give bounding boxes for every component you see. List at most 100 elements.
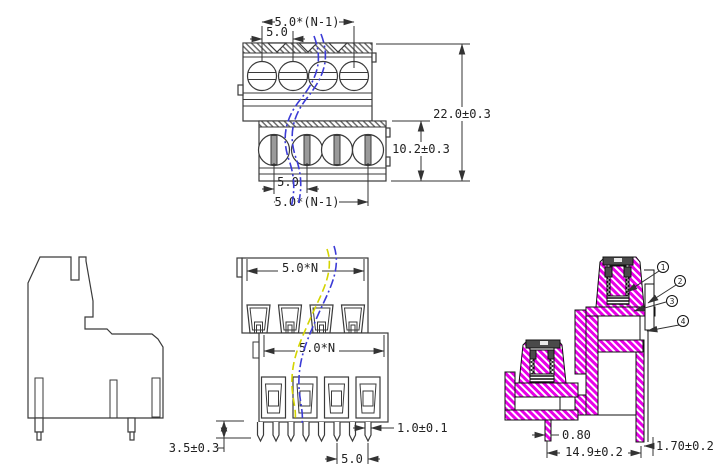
housing-outline xyxy=(27,256,164,419)
callout-4: 4 xyxy=(646,315,689,333)
screw-cap-slot xyxy=(540,341,548,345)
front-pin xyxy=(544,419,552,442)
screw-slot xyxy=(303,135,311,165)
dim-mask xyxy=(275,14,339,29)
lower-screw-unit xyxy=(518,339,567,384)
callout-balloon xyxy=(677,315,689,327)
dim-label-pin-length: 3.5±0.3 xyxy=(169,441,220,455)
lower-row-body xyxy=(257,120,391,182)
screw-head xyxy=(246,60,278,92)
dim-label-pin-width: 1.0±0.1 xyxy=(397,421,448,435)
dim-label-pin-thickness: 0.80 xyxy=(562,428,591,442)
dim-pitch-span-top: 5.0*(N-1) xyxy=(261,14,355,68)
clamp-block xyxy=(547,349,555,360)
upper-row-body xyxy=(237,42,377,122)
dim-pin-width: 1.0±0.1 xyxy=(353,421,448,435)
rear-wall-pin xyxy=(635,339,645,443)
callout-1: 1 xyxy=(626,261,669,293)
dim-label-pin-span: 14.9±0.2 xyxy=(565,445,623,459)
dim-mask xyxy=(275,194,339,209)
dim-label-pitch-span-top: 5.0*(N-1) xyxy=(274,15,339,29)
side-latch-tab xyxy=(236,257,243,278)
callout-balloon xyxy=(657,261,669,273)
solder-pin xyxy=(34,417,44,433)
wire-entry-upper xyxy=(246,304,366,334)
pin-channel xyxy=(109,379,118,419)
callout-number-1: 1 xyxy=(661,263,666,272)
section-body xyxy=(504,269,656,443)
screw-head xyxy=(277,60,309,92)
solder-pins-front xyxy=(256,422,372,443)
upper-row-screws xyxy=(246,60,370,92)
dim-mask xyxy=(433,107,491,121)
callout-number-4: 4 xyxy=(681,317,686,326)
solder-pins-side xyxy=(34,417,136,441)
callout-balloon xyxy=(674,275,686,287)
side-step xyxy=(252,341,259,359)
callout-number-2: 2 xyxy=(678,277,683,286)
side-latch-tab xyxy=(385,156,391,167)
break-lines-front xyxy=(291,245,338,425)
dim-pin-pitch: 5.0 xyxy=(325,443,380,466)
solder-pin xyxy=(272,422,280,443)
clamp-window xyxy=(597,315,641,341)
dim-tail-width: 1.70±0.2 xyxy=(643,437,714,456)
solder-pin xyxy=(127,417,136,433)
callouts: 1 2 3 4 xyxy=(626,261,689,333)
view-side-profile xyxy=(27,256,164,441)
callout-number-3: 3 xyxy=(670,297,675,306)
dim-width-upper: 5.0*N xyxy=(246,259,365,281)
solder-pin xyxy=(348,422,357,443)
break-line-yellow xyxy=(291,248,331,422)
lower-tier-front xyxy=(252,332,389,423)
dim-label-width-upper: 5.0*N xyxy=(282,261,318,275)
break-line-blue xyxy=(298,245,338,425)
lower-cavity xyxy=(597,351,637,416)
solder-pin-tip xyxy=(36,431,42,441)
housing-step-edge xyxy=(644,269,655,284)
dim-mask xyxy=(278,261,322,275)
dim-label-width-lower: 5.0*N xyxy=(299,341,335,355)
dim-label-lower-height: 10.2±0.3 xyxy=(392,142,450,156)
solder-pin xyxy=(302,422,310,443)
side-latch-tab xyxy=(237,84,244,96)
dim-total-height: 22.0±0.3 xyxy=(376,43,491,182)
dim-pin-thickness: 0.80 xyxy=(532,428,591,442)
wire-entry-lower xyxy=(260,376,381,419)
dim-lower-height: 10.2±0.3 xyxy=(392,120,450,182)
callout-3: 3 xyxy=(633,295,678,312)
spring-washer xyxy=(606,295,630,305)
solder-pin xyxy=(287,422,295,443)
view-top-front: 5.0*(N-1) 5.0 22.0±0.3 10.2±0.3 xyxy=(237,14,491,209)
lower-deck xyxy=(507,382,579,398)
clamp-block xyxy=(604,266,613,278)
solder-pin-tip xyxy=(129,431,135,441)
screw-slot xyxy=(270,135,278,165)
view-cross-section: 1 2 3 4 0.80 xyxy=(504,256,714,459)
solder-pin xyxy=(256,422,265,443)
break-line xyxy=(284,35,320,209)
screw-head xyxy=(307,60,339,92)
solder-pin xyxy=(364,422,372,443)
clamp-block xyxy=(623,266,632,278)
callout-2: 2 xyxy=(647,275,686,304)
side-latch-tab xyxy=(371,52,377,63)
upper-screw-unit xyxy=(595,256,645,308)
view-front-full: 5.0*N 5.0*N 3.5±0.3 1.0±0.1 xyxy=(169,245,448,466)
base-window xyxy=(514,396,561,411)
mid-support-foot xyxy=(574,394,587,416)
screw-slot xyxy=(364,135,372,165)
serration-notch xyxy=(297,42,319,53)
break-lines-top xyxy=(284,33,327,209)
dim-pitch-span-bottom: 5.0*(N-1) xyxy=(273,163,369,209)
dim-label-tail-width: 1.70±0.2 xyxy=(656,439,714,453)
hatched-top-face xyxy=(258,120,387,128)
screw-slot xyxy=(333,135,341,165)
pin-channel xyxy=(151,377,161,418)
dim-label-total-height: 22.0±0.3 xyxy=(433,107,491,121)
serration-notch xyxy=(266,42,288,53)
dim-label-pin-pitch: 5.0 xyxy=(341,452,363,466)
base-slab xyxy=(504,409,579,421)
dim-label-pitch-top: 5.0 xyxy=(266,25,288,39)
dim-width-lower: 5.0*N xyxy=(263,335,385,357)
